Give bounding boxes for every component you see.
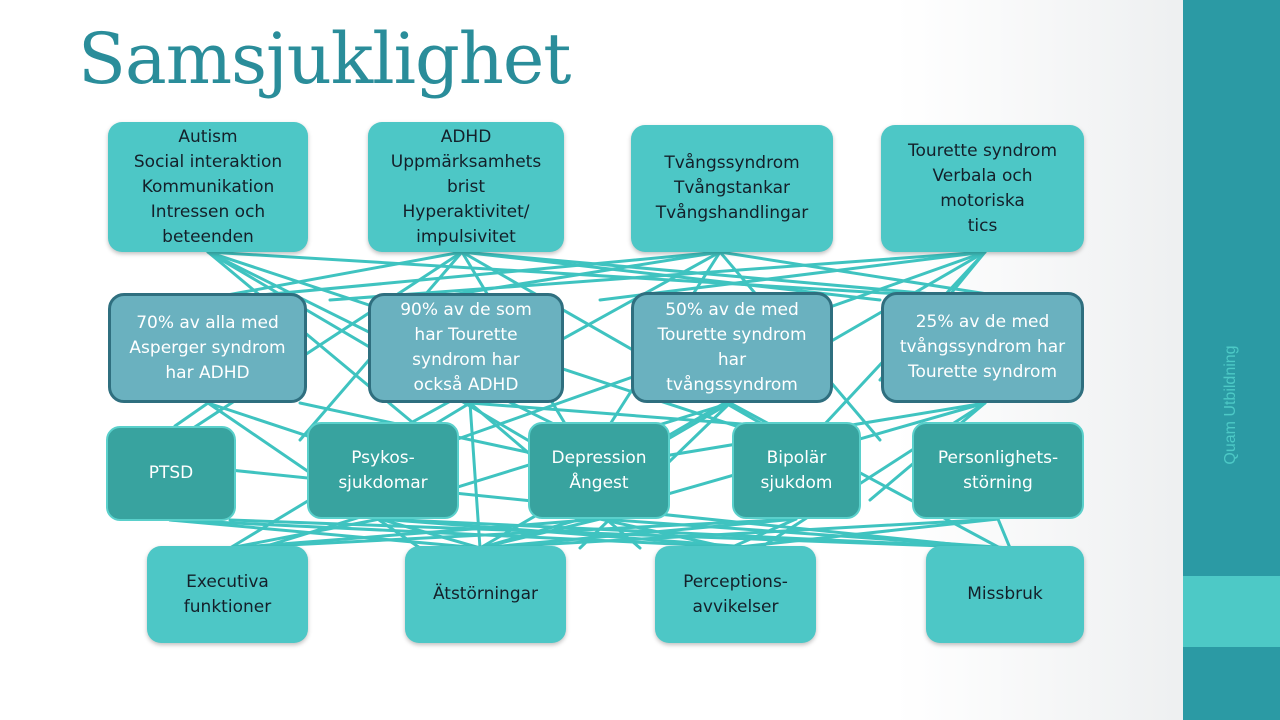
connector-line <box>598 517 1012 550</box>
connector-line <box>206 250 450 454</box>
diagnosis-adhd-box: ADHD Uppmärksamhets brist Hyperaktivitet… <box>368 122 564 252</box>
connector-line <box>418 250 722 302</box>
connector-line <box>228 517 798 550</box>
connector-line <box>328 250 987 302</box>
condition-depression-angest-box: Depression Ångest <box>528 422 670 519</box>
sidebar-decoration <box>1183 0 1280 720</box>
sidebar-band <box>1183 576 1280 647</box>
outcome-executiva-funktioner-box: Executiva funktioner <box>147 546 308 643</box>
connector-line <box>718 250 1002 298</box>
slide-title: Samsjuklighet <box>78 18 571 100</box>
brand-text: Quam Utbildning <box>1222 345 1239 465</box>
condition-personlighetsstorning-box: Personlighets- störning <box>912 422 1084 519</box>
connector-line <box>198 250 464 302</box>
connector-line <box>378 517 762 550</box>
stat-tourette-tvangssyndrom-box: 50% av de med Tourette syndrom har tvång… <box>631 292 833 403</box>
connector-line <box>728 517 1000 550</box>
stat-tvangssyndrom-tourette-box: 25% av de med tvångssyndrom har Tourette… <box>881 292 1084 403</box>
connector-line <box>173 401 210 428</box>
connector-line <box>228 517 382 550</box>
condition-bipolar-box: Bipolär sjukdom <box>732 422 861 519</box>
diagnosis-autism-box: Autism Social interaktion Kommunikation … <box>108 122 308 252</box>
connector-line <box>168 518 482 550</box>
connector-line <box>378 517 1002 550</box>
diagnosis-tourette-box: Tourette syndrom Verbala och motoriska t… <box>881 125 1084 252</box>
connector-line <box>206 250 722 302</box>
connector-line <box>228 517 602 550</box>
stat-tourette-adhd-box: 90% av de som har Tourette syndrom har o… <box>368 293 564 403</box>
connector-line <box>168 518 762 550</box>
outcome-atstorningar-box: Ätstörningar <box>405 546 566 643</box>
condition-psykossjukdomar-box: Psykos- sjukdomar <box>307 422 459 519</box>
connector-line <box>478 517 1000 550</box>
connector-line <box>598 517 732 550</box>
connector-line <box>478 517 798 550</box>
outcome-missbruk-box: Missbruk <box>926 546 1084 643</box>
condition-ptsd-box: PTSD <box>106 426 236 521</box>
stat-asperger-adhd-box: 70% av alla med Asperger syndrom har ADH… <box>108 293 307 403</box>
diagnosis-tvangssyndrom-box: Tvångssyndrom Tvångstankar Tvångshandlin… <box>631 125 833 252</box>
connector-line <box>996 517 1012 550</box>
outcome-perceptionsavvikelser-box: Perceptions- avvikelser <box>655 546 816 643</box>
